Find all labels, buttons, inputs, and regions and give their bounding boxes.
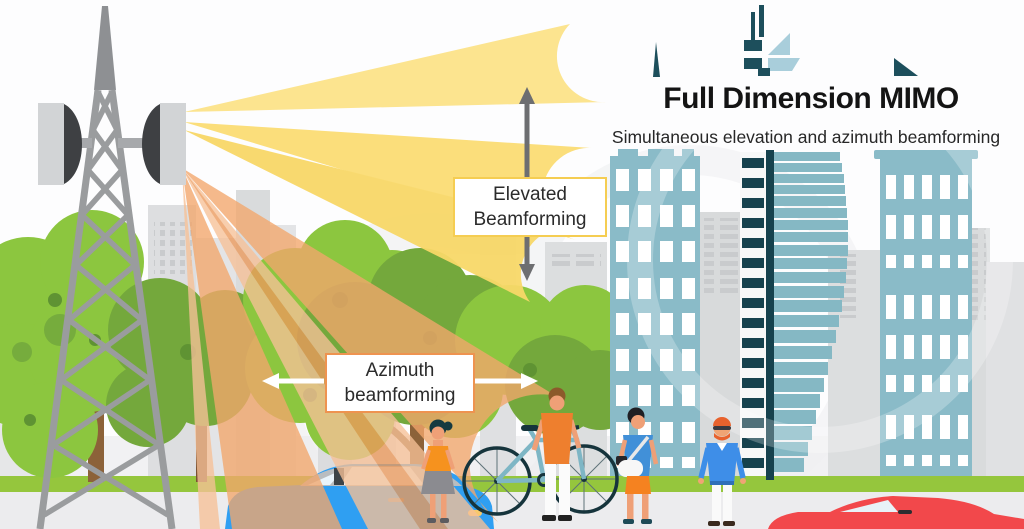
grass-strip bbox=[0, 476, 1024, 492]
azimuth-label-line1: Azimuth bbox=[365, 360, 435, 381]
antenna-panel-right bbox=[142, 103, 186, 185]
antenna-panel-left bbox=[38, 103, 82, 185]
elevated-label-line1: Elevated bbox=[493, 184, 567, 205]
page-subtitle: Simultaneous elevation and azimuth beamf… bbox=[611, 127, 1001, 147]
red-car bbox=[768, 496, 1024, 529]
city-building-left bbox=[610, 149, 700, 476]
pedestrian-cyclist bbox=[531, 387, 582, 521]
azimuth-range-arrow bbox=[262, 373, 538, 389]
azimuth-beamforming-label: Azimuth beamforming bbox=[325, 353, 475, 414]
azimuth-beams bbox=[182, 168, 556, 529]
watermark-swirl-overlay bbox=[627, 67, 1013, 453]
pedestrian-stander bbox=[698, 417, 746, 526]
striped-skyscraper bbox=[740, 150, 848, 480]
elevation-beams bbox=[184, 24, 606, 302]
azimuth-label-line2: beamforming bbox=[344, 385, 456, 407]
page-title: Full Dimension MIMO bbox=[663, 82, 959, 115]
elevated-beamforming-label: Elevated Beamforming bbox=[453, 177, 607, 238]
rooftop-ornament bbox=[653, 5, 918, 77]
pedestrian-walker bbox=[616, 407, 659, 524]
cell-tower-icon bbox=[36, 6, 186, 529]
pedestrian-woman bbox=[421, 419, 455, 523]
city-building-right bbox=[874, 150, 978, 476]
elevated-label-line2: Beamforming bbox=[473, 209, 587, 231]
